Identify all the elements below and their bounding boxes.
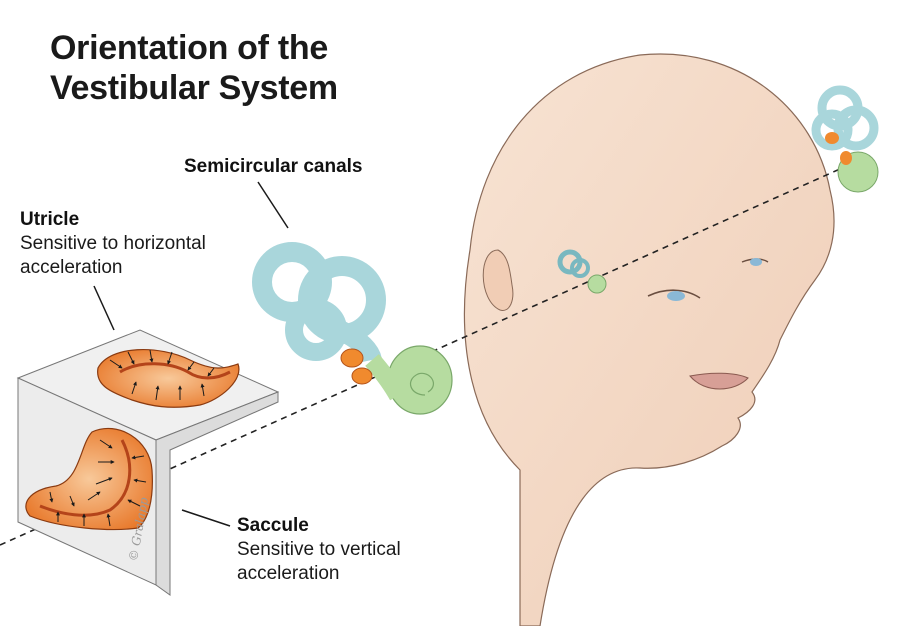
saccule-callout-line bbox=[181, 509, 231, 527]
utricle-description-2: acceleration bbox=[20, 257, 123, 278]
saccule-label: Saccule Sensitive to vertical accelerati… bbox=[237, 514, 457, 586]
inner-ear-large bbox=[252, 242, 453, 415]
page-title: Orientation of the Vestibular System bbox=[50, 28, 338, 108]
saccule-description-1: Sensitive to vertical bbox=[237, 539, 401, 560]
semicircular-canals-label: Semicircular canals bbox=[184, 155, 363, 179]
saccule-name: Saccule bbox=[237, 515, 309, 536]
utricle-macula bbox=[97, 348, 240, 408]
utricle-callout-line bbox=[93, 285, 115, 331]
saccule-macula bbox=[25, 427, 153, 531]
inner-ear-in-head bbox=[557, 249, 607, 294]
saccule-description-2: acceleration bbox=[237, 563, 340, 584]
head-illustration bbox=[463, 53, 835, 626]
title-line-1: Orientation of the bbox=[50, 29, 328, 67]
title-line-2: Vestibular System bbox=[50, 69, 338, 107]
inner-ear-right bbox=[811, 85, 879, 193]
utricle-label: Utricle Sensitive to horizontal accelera… bbox=[20, 208, 260, 280]
utricle-name: Utricle bbox=[20, 209, 80, 230]
canals-callout-line bbox=[257, 181, 289, 229]
utricle-description-1: Sensitive to horizontal bbox=[20, 233, 206, 254]
semicircular-canals-name: Semicircular canals bbox=[184, 156, 363, 177]
